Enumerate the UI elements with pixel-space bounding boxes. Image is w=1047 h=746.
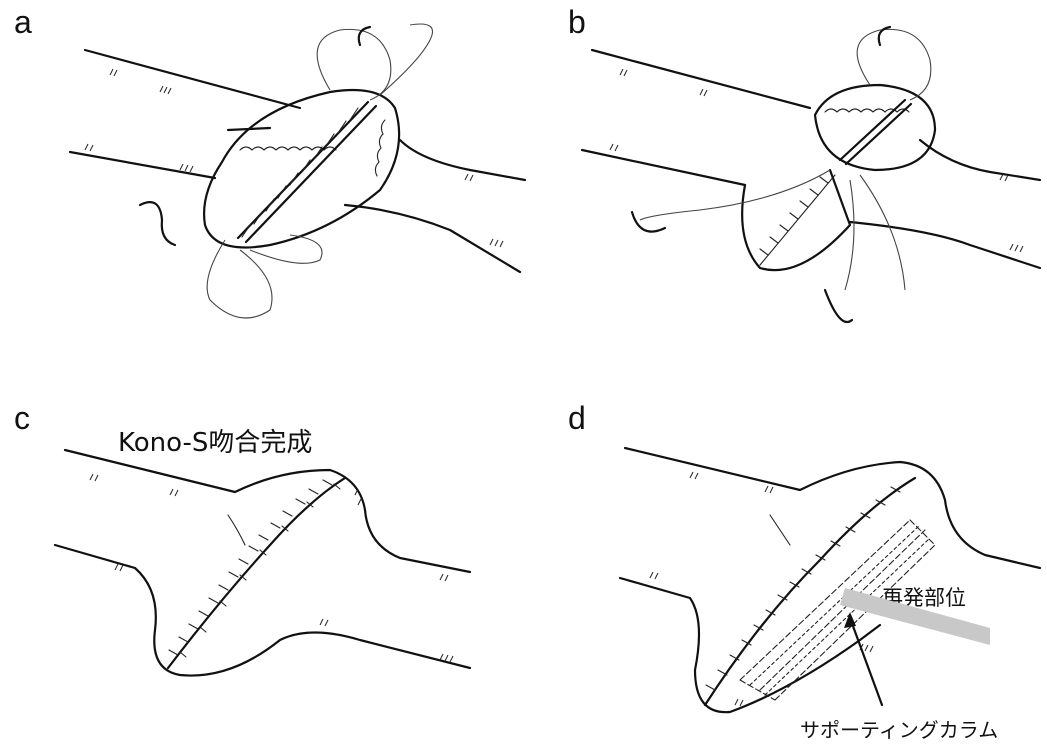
panel-d-drawing — [620, 448, 1040, 712]
panel-a-drawing — [70, 24, 525, 318]
recurrence-band — [840, 588, 990, 645]
panel-c-drawing — [55, 450, 470, 676]
panel-b-drawing — [582, 27, 1040, 322]
